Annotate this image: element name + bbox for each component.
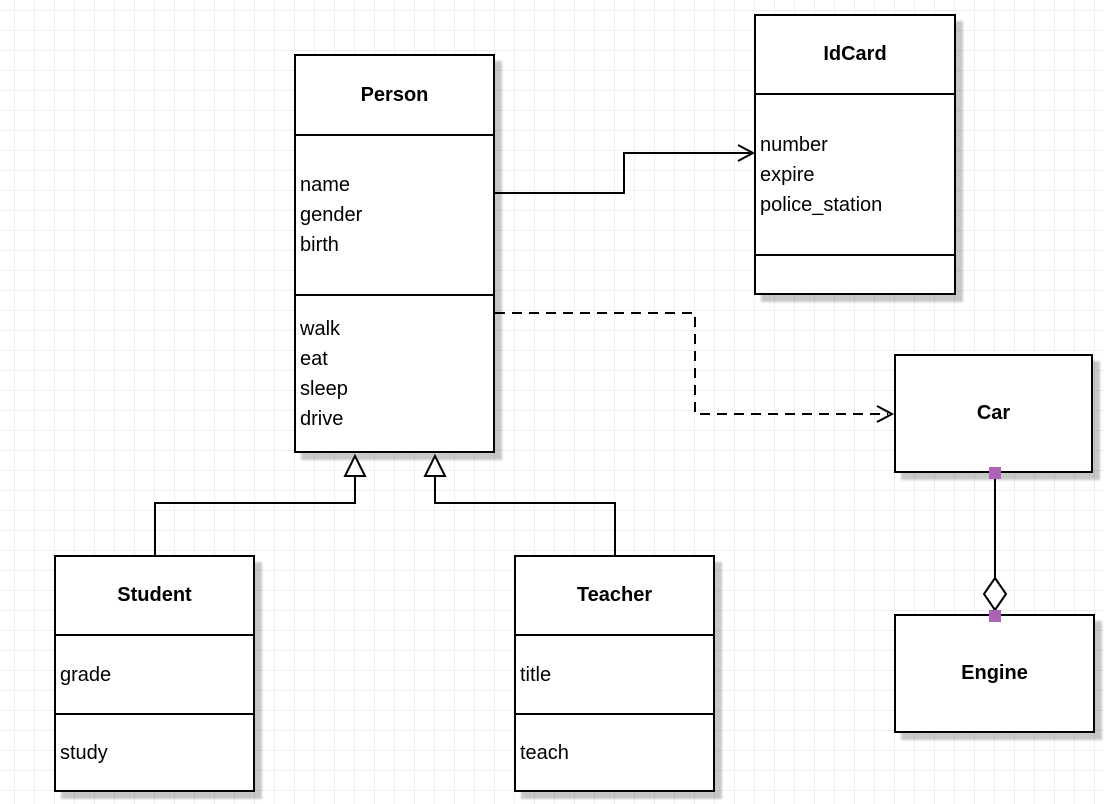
connection-point-car-icon <box>989 467 1001 479</box>
class-box-person[interactable]: Person name gender birth walk eat sleep … <box>294 54 495 453</box>
class-title: Car <box>976 402 1011 424</box>
class-attributes-section: name gender birth <box>296 134 493 294</box>
class-title: Teacher <box>576 584 653 606</box>
hollow-triangle-arrowhead-icon <box>343 453 367 477</box>
class-title: IdCard <box>823 43 887 65</box>
class-attributes-section: number expire police_station <box>756 93 954 254</box>
method: sleep <box>300 377 348 400</box>
open-arrowhead-icon <box>876 405 895 423</box>
class-title: Engine <box>961 662 1028 684</box>
edge-car-engine-aggregation[interactable] <box>982 467 1008 622</box>
method: walk <box>300 317 341 340</box>
method: drive <box>300 407 344 430</box>
attribute: grade <box>60 663 112 686</box>
class-attributes-section: title <box>516 634 713 713</box>
edge-person-idcard-association[interactable] <box>495 144 756 194</box>
attribute: name <box>300 174 351 196</box>
edge-teacher-person-generalization[interactable] <box>423 453 616 555</box>
attribute: number <box>760 133 828 156</box>
edge-person-car-dependency[interactable] <box>495 312 895 423</box>
attribute: expire <box>760 163 815 186</box>
class-title: Person <box>360 83 429 106</box>
class-methods-section: teach <box>516 713 713 790</box>
edge-student-person-generalization[interactable] <box>154 453 367 555</box>
attribute: police_station <box>760 193 883 216</box>
class-box-idcard[interactable]: IdCard number expire police_station <box>754 14 956 295</box>
class-attributes-section: grade <box>56 634 253 713</box>
connection-point-engine-icon <box>989 610 1001 622</box>
method: eat <box>300 347 328 370</box>
class-box-engine[interactable]: Engine <box>894 614 1095 733</box>
method: teach <box>520 741 569 764</box>
class-methods-section: study <box>56 713 253 790</box>
attribute: title <box>520 663 552 686</box>
class-methods-section: walk eat sleep drive <box>296 294 493 451</box>
hollow-triangle-arrowhead-icon <box>423 453 447 477</box>
class-methods-section <box>756 254 954 293</box>
class-box-car[interactable]: Car <box>894 354 1093 473</box>
open-arrowhead-icon <box>737 144 756 162</box>
method: study <box>60 741 108 764</box>
attribute: gender <box>300 204 363 226</box>
attribute: birth <box>300 234 339 256</box>
class-title: Student <box>117 584 192 606</box>
class-box-student[interactable]: Student grade study <box>54 555 255 792</box>
hollow-diamond-arrowhead-icon <box>982 576 1008 612</box>
class-box-teacher[interactable]: Teacher title teach <box>514 555 715 792</box>
